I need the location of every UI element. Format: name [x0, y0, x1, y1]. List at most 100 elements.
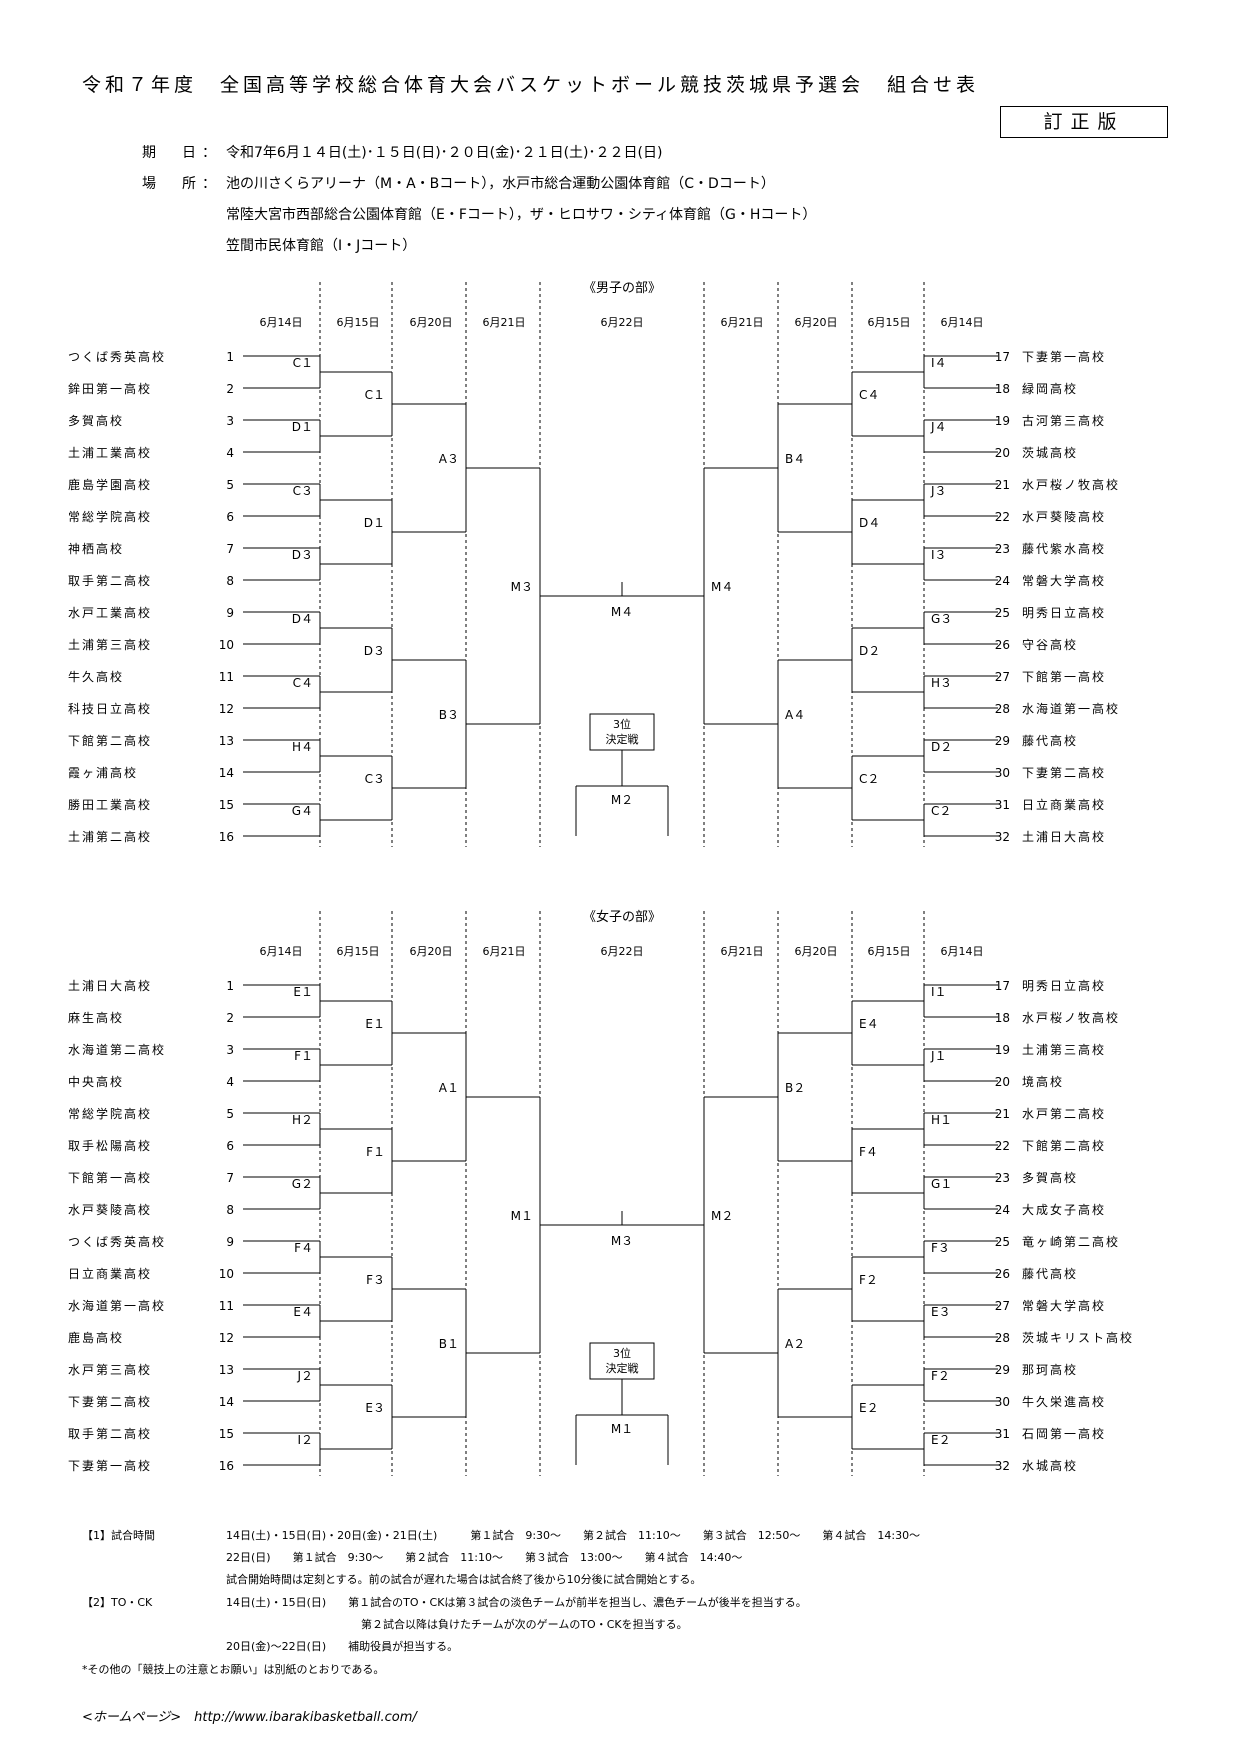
b1-left-r2-court-2: F３: [366, 1273, 385, 1287]
b1-right-team-31: 石岡第一高校: [1022, 1426, 1106, 1441]
b0-right-seed-23: 23: [995, 542, 1010, 556]
b0-right-r2-court-0: C４: [859, 388, 879, 402]
b0-left-r1-court-0: C１: [293, 356, 313, 370]
b0-right-team-30: 下妻第二高校: [1022, 765, 1106, 780]
b0-left-r2-court-2: D３: [364, 644, 385, 658]
b0-right-seed-17: 17: [995, 350, 1010, 364]
b1-right-seed-29: 29: [995, 1363, 1010, 1377]
b0-right-seed-21: 21: [995, 478, 1010, 492]
b1-right-seed-27: 27: [995, 1299, 1010, 1313]
b0-left-r2-court-3: C３: [365, 772, 385, 786]
b1-left-r1-court-4: F４: [294, 1241, 313, 1255]
notes-time-line-1: 14日(土)・15日(日)・20日(金)・21日(土) 第１試合 9:30～ 第…: [226, 1529, 921, 1542]
b0-right-r1-court-2: J３: [930, 484, 947, 498]
b1-left-seed-11: 11: [219, 1299, 234, 1313]
b1-right-seed-26: 26: [995, 1267, 1010, 1281]
b1-right-team-24: 大成女子高校: [1022, 1202, 1106, 1217]
b1-right-seed-24: 24: [995, 1203, 1010, 1217]
b1-left-r2-court-1: F１: [366, 1145, 385, 1159]
b0-left-team-12: 科技日立高校: [68, 701, 152, 716]
b1-left-r2-court-0: E１: [365, 1017, 385, 1031]
b0-right-r1-court-1: J４: [930, 420, 947, 434]
b1-date-7: 6月15日: [868, 945, 911, 958]
b1-left-seed-2: 2: [226, 1011, 234, 1025]
b0-right-team-20: 茨城高校: [1022, 445, 1078, 460]
b0-right-seed-18: 18: [995, 382, 1010, 396]
b0-left-r3-court-1: B３: [439, 708, 459, 722]
b1-right-r1-court-0: I１: [931, 985, 947, 999]
b0-left-team-2: 鉾田第一高校: [68, 381, 152, 396]
b1-left-seed-3: 3: [226, 1043, 234, 1057]
b0-left-r1-court-6: H４: [292, 740, 313, 754]
b1-left-semi-court: M１: [511, 1209, 533, 1223]
b0-title: 《男子の部》: [583, 281, 661, 296]
b1-left-team-2: 麻生高校: [68, 1010, 124, 1025]
b1-right-team-28: 茨城キリスト高校: [1022, 1330, 1134, 1345]
b0-date-4: 6月22日: [601, 316, 644, 329]
b1-right-team-22: 下館第二高校: [1022, 1138, 1106, 1153]
b1-right-r2-court-2: F２: [859, 1273, 878, 1287]
b1-date-3: 6月21日: [483, 945, 526, 958]
b1-left-seed-1: 1: [226, 979, 234, 993]
b1-left-r3-court-1: B１: [439, 1337, 459, 1351]
b0-left-team-5: 鹿島学園高校: [68, 477, 152, 492]
b1-left-team-12: 鹿島高校: [68, 1330, 124, 1345]
b0-right-seed-31: 31: [995, 798, 1010, 812]
b0-left-seed-5: 5: [226, 478, 234, 492]
b1-left-team-10: 日立商業高校: [68, 1266, 152, 1281]
b0-left-r1-court-3: D３: [292, 548, 313, 562]
b0-right-seed-28: 28: [995, 702, 1010, 716]
revision-badge: 訂正版: [1000, 106, 1168, 138]
notes-toc-label: 【2】TO・CK: [82, 1596, 153, 1609]
b1-date-0: 6月14日: [260, 945, 303, 958]
b0-right-r1-court-6: D２: [931, 740, 952, 754]
b1-left-team-7: 下館第一高校: [68, 1170, 152, 1185]
b1-right-r2-court-0: E４: [859, 1017, 879, 1031]
b1-left-r1-court-2: H２: [292, 1113, 313, 1127]
b1-left-team-6: 取手松陽高校: [68, 1138, 152, 1153]
b0-left-team-10: 土浦第三高校: [68, 637, 152, 652]
b0-right-r2-court-2: D２: [859, 644, 880, 658]
b1-date-6: 6月20日: [795, 945, 838, 958]
b0-left-team-13: 下館第二高校: [68, 733, 152, 748]
b1-left-seed-5: 5: [226, 1107, 234, 1121]
b0-date-5: 6月21日: [721, 316, 764, 329]
b1-date-5: 6月21日: [721, 945, 764, 958]
homepage-link[interactable]: <ホームページ> http://www.ibarakibasketball.co…: [82, 1710, 417, 1725]
b0-right-team-26: 守谷高校: [1022, 637, 1078, 652]
b1-final-court: M３: [611, 1234, 633, 1248]
b1-right-r3-court-0: B２: [785, 1081, 805, 1095]
b1-right-r1-court-7: E２: [931, 1433, 951, 1447]
b0-right-r2-court-3: C２: [859, 772, 879, 786]
b1-left-seed-4: 4: [226, 1075, 234, 1089]
b0-third-place-court: M２: [611, 793, 633, 807]
b1-right-team-19: 土浦第三高校: [1022, 1042, 1106, 1057]
b1-third-place-court: M１: [611, 1422, 633, 1436]
b1-right-r1-court-3: G１: [931, 1177, 952, 1191]
b0-right-seed-24: 24: [995, 574, 1010, 588]
b1-right-seed-21: 21: [995, 1107, 1010, 1121]
b0-right-seed-22: 22: [995, 510, 1010, 524]
b1-right-r1-court-4: F３: [931, 1241, 950, 1255]
b1-left-team-11: 水海道第一高校: [68, 1298, 166, 1313]
b0-left-team-14: 霞ヶ浦高校: [68, 765, 138, 780]
b0-left-r1-court-5: C４: [293, 676, 313, 690]
b1-left-r3-court-0: A１: [439, 1081, 459, 1095]
b0-date-0: 6月14日: [260, 316, 303, 329]
b1-right-seed-28: 28: [995, 1331, 1010, 1345]
b1-left-seed-9: 9: [226, 1235, 234, 1249]
b0-right-team-21: 水戸桜ノ牧高校: [1022, 477, 1120, 492]
b0-date-7: 6月15日: [868, 316, 911, 329]
b0-left-seed-10: 10: [219, 638, 234, 652]
b0-right-r3-court-1: A４: [785, 708, 805, 722]
b1-left-r1-court-5: E４: [293, 1305, 313, 1319]
b1-right-team-20: 境高校: [1022, 1074, 1064, 1089]
venue-label: 場 所：: [142, 176, 222, 192]
b0-right-team-28: 水海道第一高校: [1022, 701, 1120, 716]
b0-right-r3-court-0: B４: [785, 452, 805, 466]
b0-left-team-11: 牛久高校: [68, 669, 124, 684]
b0-right-team-19: 古河第三高校: [1022, 413, 1106, 428]
b1-right-seed-22: 22: [995, 1139, 1010, 1153]
b0-left-seed-3: 3: [226, 414, 234, 428]
